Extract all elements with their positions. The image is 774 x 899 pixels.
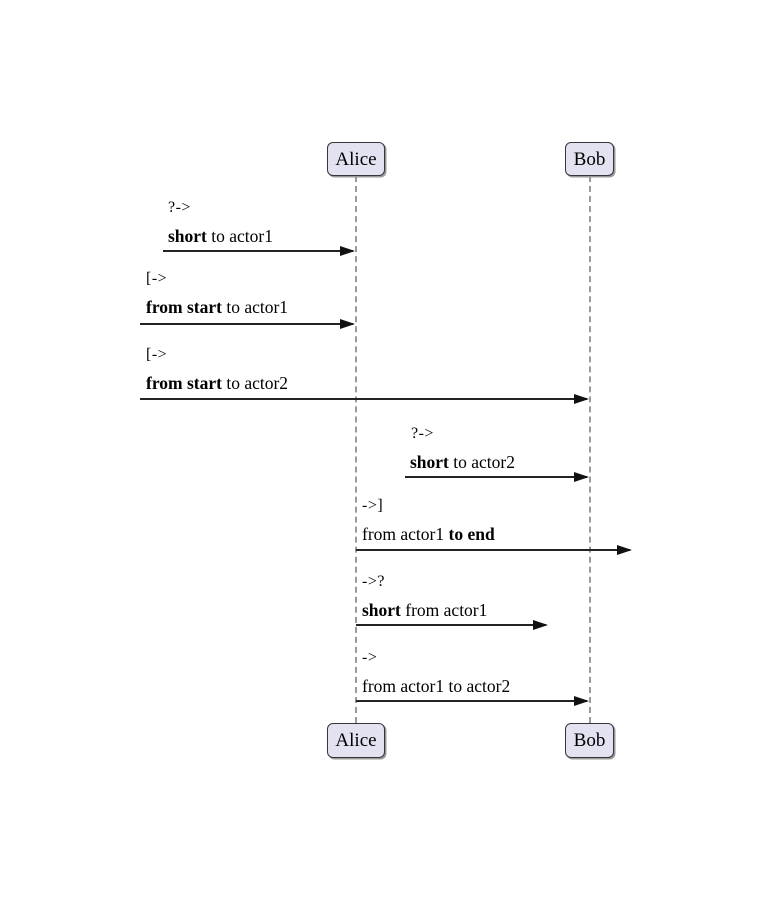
- actor-box-bob-bottom: Bob: [565, 723, 614, 758]
- actor-label-bob: Bob: [573, 148, 606, 170]
- message-4-arrow-line: [405, 476, 587, 478]
- message-3-arrowhead-icon: [574, 393, 589, 404]
- message-7-operator: ->: [362, 649, 378, 666]
- message-3-text-bold: from start: [146, 373, 222, 393]
- message-2-text-bold: from start: [146, 297, 222, 317]
- message-4-text-bold: short: [410, 452, 449, 472]
- actor-label-alice-bottom: Alice: [335, 730, 377, 751]
- message-2-text: from start to actor1: [146, 297, 288, 318]
- message-6-text-post: from actor1: [400, 600, 488, 620]
- message-4-text: short to actor2: [410, 452, 515, 473]
- message-4-arrowhead-icon: [574, 471, 589, 482]
- message-2-text-post: to actor1: [221, 297, 289, 317]
- message-3-text: from start to actor2: [146, 373, 288, 394]
- message-5-arrowhead-icon: [617, 544, 632, 555]
- message-7-text-pre: from actor1 to actor2: [362, 676, 511, 696]
- actor-label-bob-bottom: Bob: [573, 730, 606, 751]
- message-7-text: from actor1 to actor2: [362, 676, 510, 697]
- message-6-text: short from actor1: [362, 600, 487, 621]
- message-2-arrow-line: [140, 323, 353, 325]
- message-5-text: from actor1 to end: [362, 524, 495, 545]
- message-6-arrow-line: [356, 624, 546, 626]
- message-4-text-post: to actor2: [448, 452, 515, 472]
- message-1-text: short to actor1: [168, 226, 273, 247]
- message-7-arrowhead-icon: [574, 695, 589, 706]
- message-1-arrowhead-icon: [340, 245, 355, 256]
- message-7-arrow-line: [356, 700, 587, 702]
- message-5-text-bold: to end: [448, 524, 495, 544]
- message-2-arrowhead-icon: [340, 318, 355, 329]
- message-6-arrowhead-icon: [533, 619, 548, 630]
- message-2-operator: [->: [146, 270, 168, 287]
- lifeline-alice: [354, 176, 357, 723]
- message-1-operator: ?->: [168, 199, 191, 216]
- message-1-text-bold: short: [168, 226, 207, 246]
- message-5-operator: ->]: [362, 497, 384, 514]
- message-5-text-pre: from actor1: [362, 524, 449, 544]
- message-3-operator: [->: [146, 346, 168, 363]
- actor-box-bob-top: Bob: [565, 142, 614, 176]
- message-5-arrow-line: [356, 549, 630, 551]
- lifeline-bob: [588, 176, 591, 723]
- message-1-arrow-line: [163, 250, 353, 252]
- actor-box-alice-bottom: Alice: [327, 723, 385, 758]
- message-6-operator: ->?: [362, 573, 385, 590]
- actor-label-alice: Alice: [335, 148, 377, 170]
- message-3-arrow-line: [140, 398, 587, 400]
- message-3-text-post: to actor2: [221, 373, 289, 393]
- message-1-text-post: to actor1: [206, 226, 273, 246]
- actor-box-alice-top: Alice: [327, 142, 385, 176]
- message-6-text-bold: short: [362, 600, 401, 620]
- message-4-operator: ?->: [411, 425, 434, 442]
